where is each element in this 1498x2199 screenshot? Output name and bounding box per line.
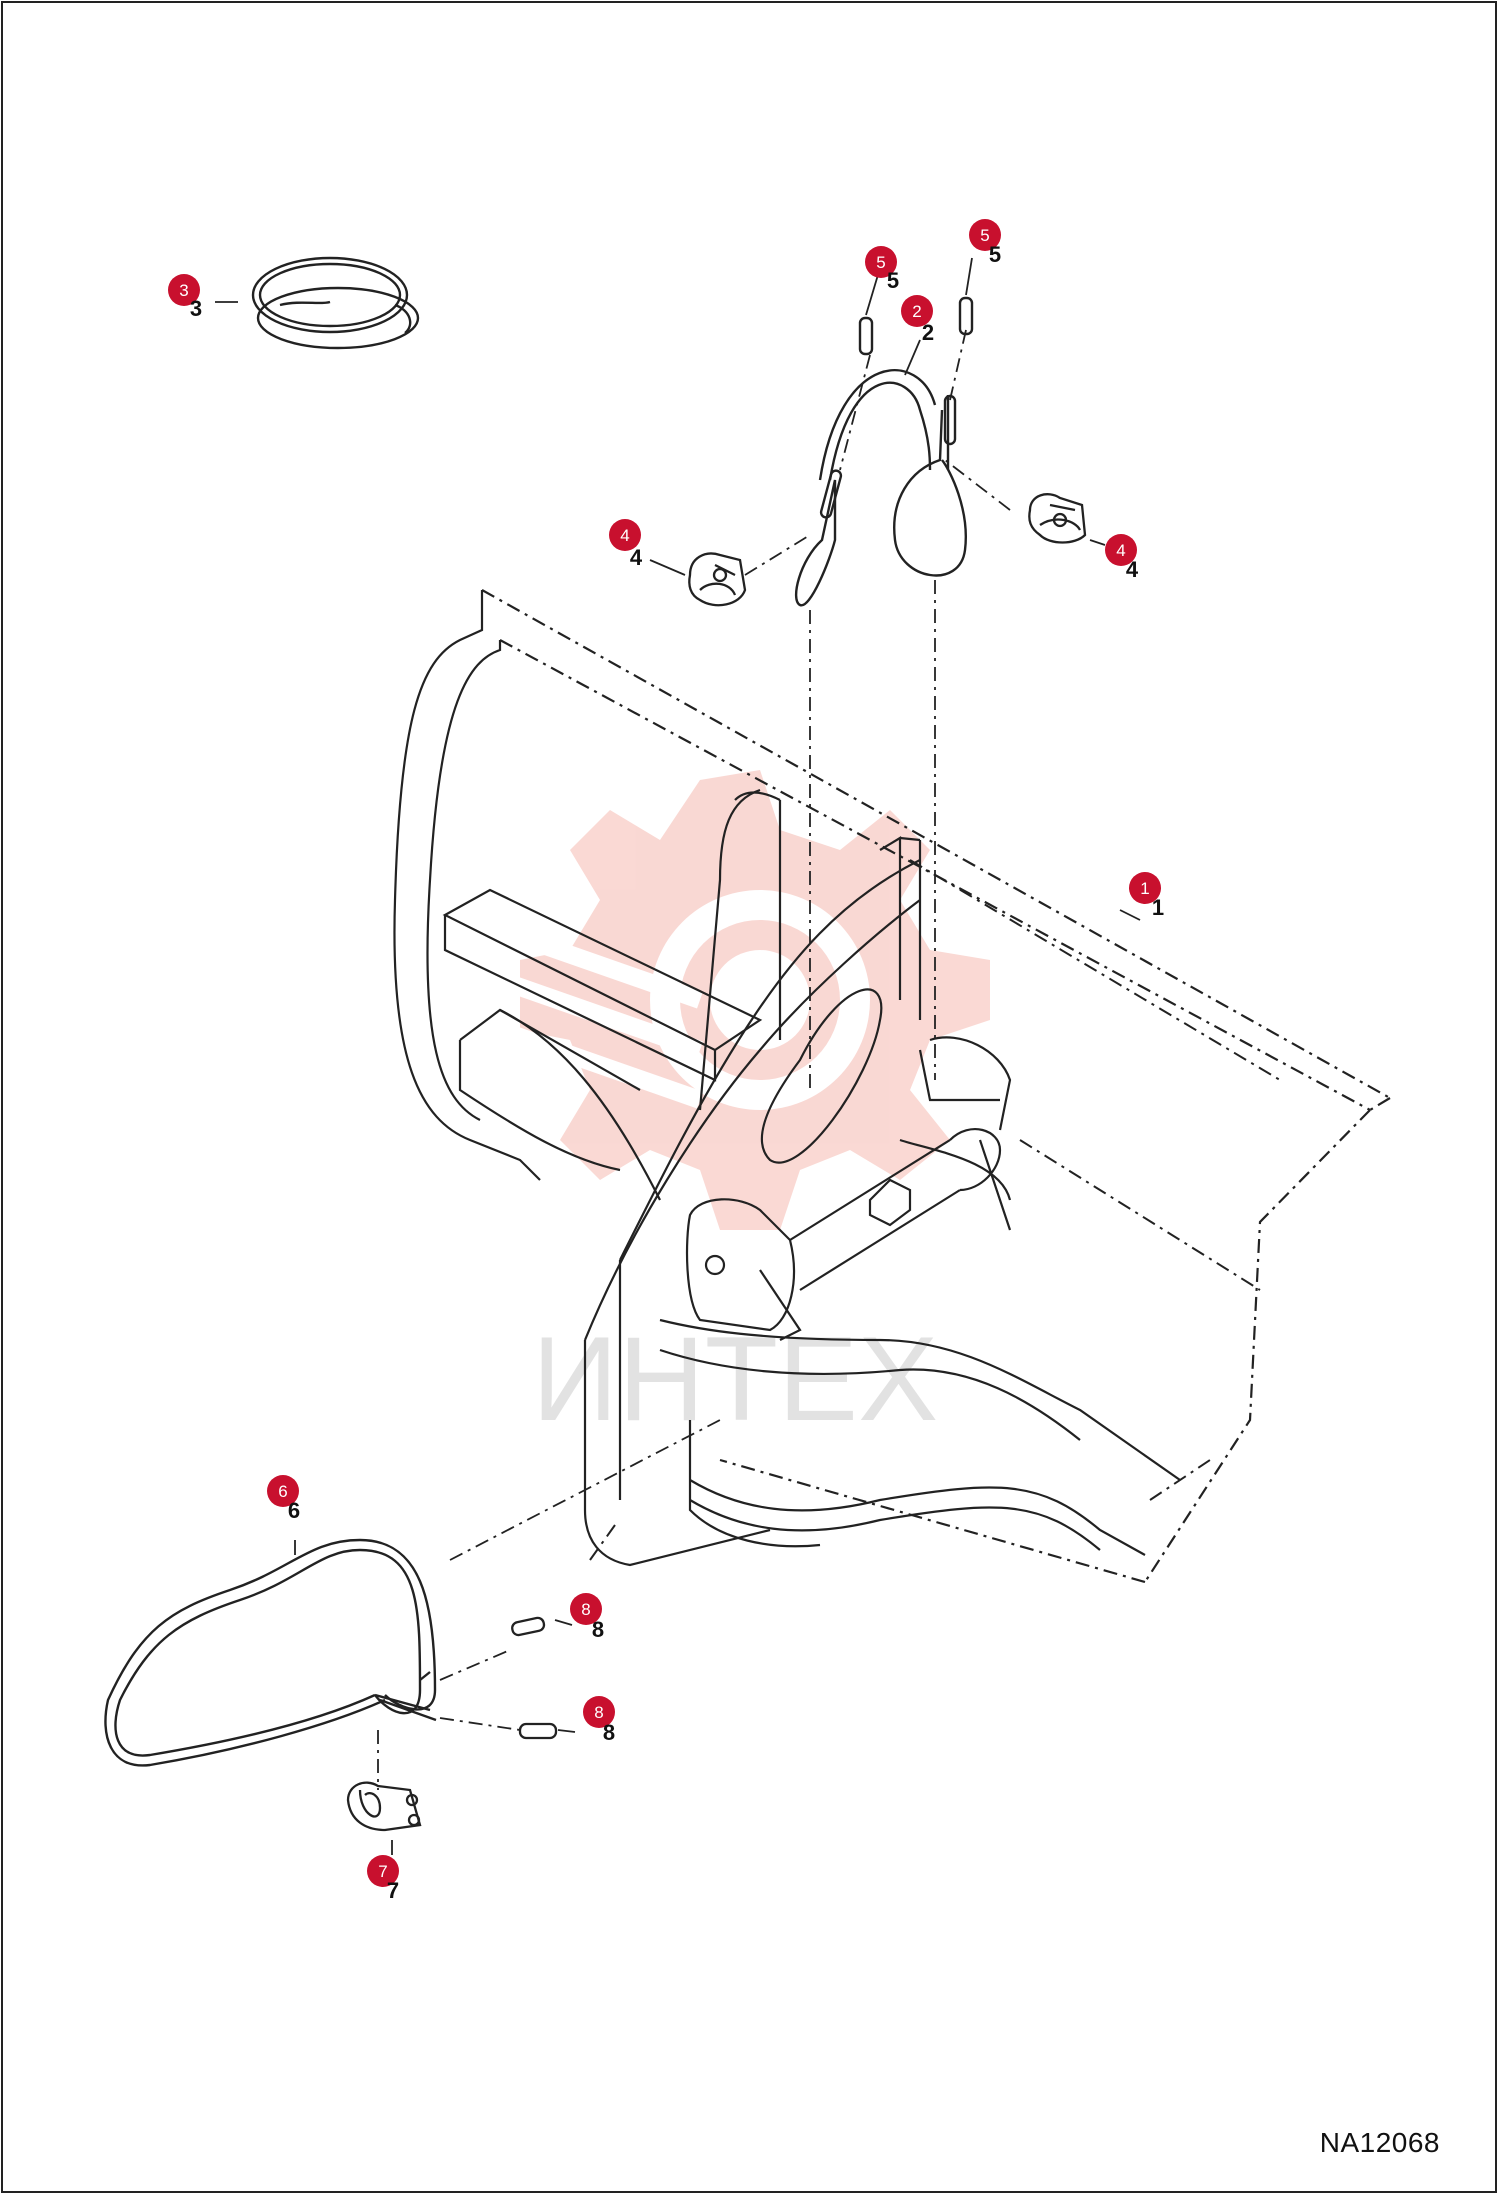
svg-text:1: 1: [1140, 879, 1149, 898]
callout-6: 6 6: [267, 1475, 300, 1523]
svg-text:5: 5: [876, 253, 885, 272]
part-1-hitch-frame: [393, 589, 1391, 1584]
svg-text:2: 2: [922, 320, 934, 345]
callout-5-left: 5 5: [865, 246, 899, 293]
svg-text:5: 5: [980, 226, 989, 245]
svg-text:5: 5: [989, 242, 1001, 267]
part-2-cable-loop: [794, 296, 974, 607]
callout-8-upper: 8 8: [570, 1593, 604, 1642]
callout-leaders: [215, 257, 1141, 1855]
callout-4-left: 4 4: [609, 519, 643, 570]
svg-text:5: 5: [887, 268, 899, 293]
part-4-cable-clamp-left: [688, 552, 747, 607]
callout-3: 3 3: [168, 274, 202, 321]
svg-text:8: 8: [581, 1600, 590, 1619]
part-5-pin-right: [958, 296, 974, 336]
svg-text:7: 7: [387, 1878, 399, 1903]
svg-text:8: 8: [594, 1703, 603, 1722]
svg-text:6: 6: [288, 1498, 300, 1523]
leader-lines: [377, 329, 1011, 1790]
svg-text:3: 3: [190, 296, 202, 321]
svg-text:3: 3: [179, 281, 188, 300]
svg-text:8: 8: [592, 1617, 604, 1642]
part-8-pins: [511, 1616, 558, 1740]
svg-text:4: 4: [620, 526, 629, 545]
watermark-text: ИНТЕХ: [532, 1312, 938, 1446]
svg-text:8: 8: [603, 1720, 615, 1745]
svg-text:2: 2: [912, 302, 921, 321]
callout-5-right: 5 5: [969, 219, 1001, 267]
callout-7: 7 7: [367, 1855, 399, 1903]
part-3-spring-coil: [251, 256, 420, 350]
svg-text:4: 4: [630, 545, 643, 570]
callout-8-lower: 8 8: [583, 1696, 615, 1745]
svg-text:4: 4: [1126, 557, 1139, 582]
part-6-cable: [104, 1538, 437, 1767]
part-4-cable-clamp-right: [1028, 493, 1087, 544]
svg-text:4: 4: [1116, 541, 1125, 560]
callout-2: 2 2: [901, 295, 934, 345]
frame-hidden-lines: [589, 859, 1281, 1561]
part-5-pin-left: [858, 316, 874, 356]
svg-text:1: 1: [1152, 895, 1164, 920]
part-7-cable-clamp: [346, 1781, 422, 1832]
svg-text:6: 6: [278, 1482, 287, 1501]
svg-text:7: 7: [378, 1862, 387, 1881]
callout-1: 1 1: [1129, 872, 1164, 920]
callout-4-right: 4 4: [1105, 534, 1139, 582]
diagram-code: NA12068: [1319, 2127, 1440, 2158]
